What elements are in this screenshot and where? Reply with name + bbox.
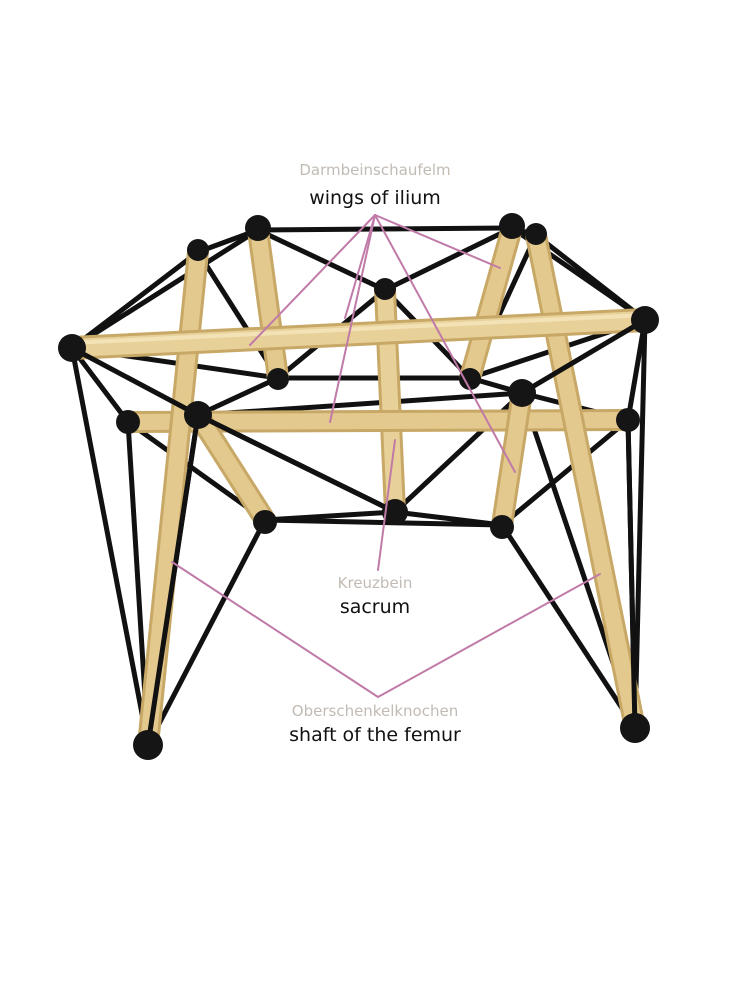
node-cap	[253, 510, 277, 534]
node-cap	[184, 401, 212, 429]
node-cap	[382, 499, 408, 525]
node-cap	[459, 368, 481, 390]
label-sacrum-german: Kreuzbein	[337, 574, 413, 592]
node-cap	[490, 515, 514, 539]
node-cap	[508, 379, 536, 407]
node-cap	[245, 215, 271, 241]
leader-femur-left	[171, 561, 379, 698]
leader-ilium-4	[374, 214, 516, 473]
node-cap	[631, 306, 659, 334]
node-caps	[58, 213, 659, 760]
front-tension-lines	[69, 317, 648, 748]
node-cap	[499, 213, 525, 239]
node-cap	[187, 239, 209, 261]
leader-ilium-2	[329, 214, 376, 423]
node-cap	[620, 713, 650, 743]
node-cap	[116, 410, 140, 434]
label-femur-english: shaft of the femur	[289, 724, 461, 746]
node-cap	[525, 223, 547, 245]
label-sacrum-english: sacrum	[339, 596, 411, 618]
node-cap	[58, 334, 86, 362]
wooden-struts	[60, 217, 657, 756]
node-cap	[267, 368, 289, 390]
leader-ilium-3	[374, 214, 501, 269]
label-femur-german: Oberschenkelknochen	[291, 702, 459, 720]
node-cap	[133, 730, 163, 760]
node-cap	[374, 278, 396, 300]
leader-lines	[171, 214, 601, 698]
leader-sacrum	[377, 439, 396, 571]
label-wings-of-ilium-german: Darmbeinschaufelm	[299, 161, 451, 179]
leader-ilium-1	[249, 214, 376, 346]
leader-ilium-5	[344, 214, 376, 319]
leader-femur-right	[377, 573, 601, 698]
node-cap	[616, 408, 640, 432]
label-wings-of-ilium-english: wings of ilium	[309, 187, 441, 209]
